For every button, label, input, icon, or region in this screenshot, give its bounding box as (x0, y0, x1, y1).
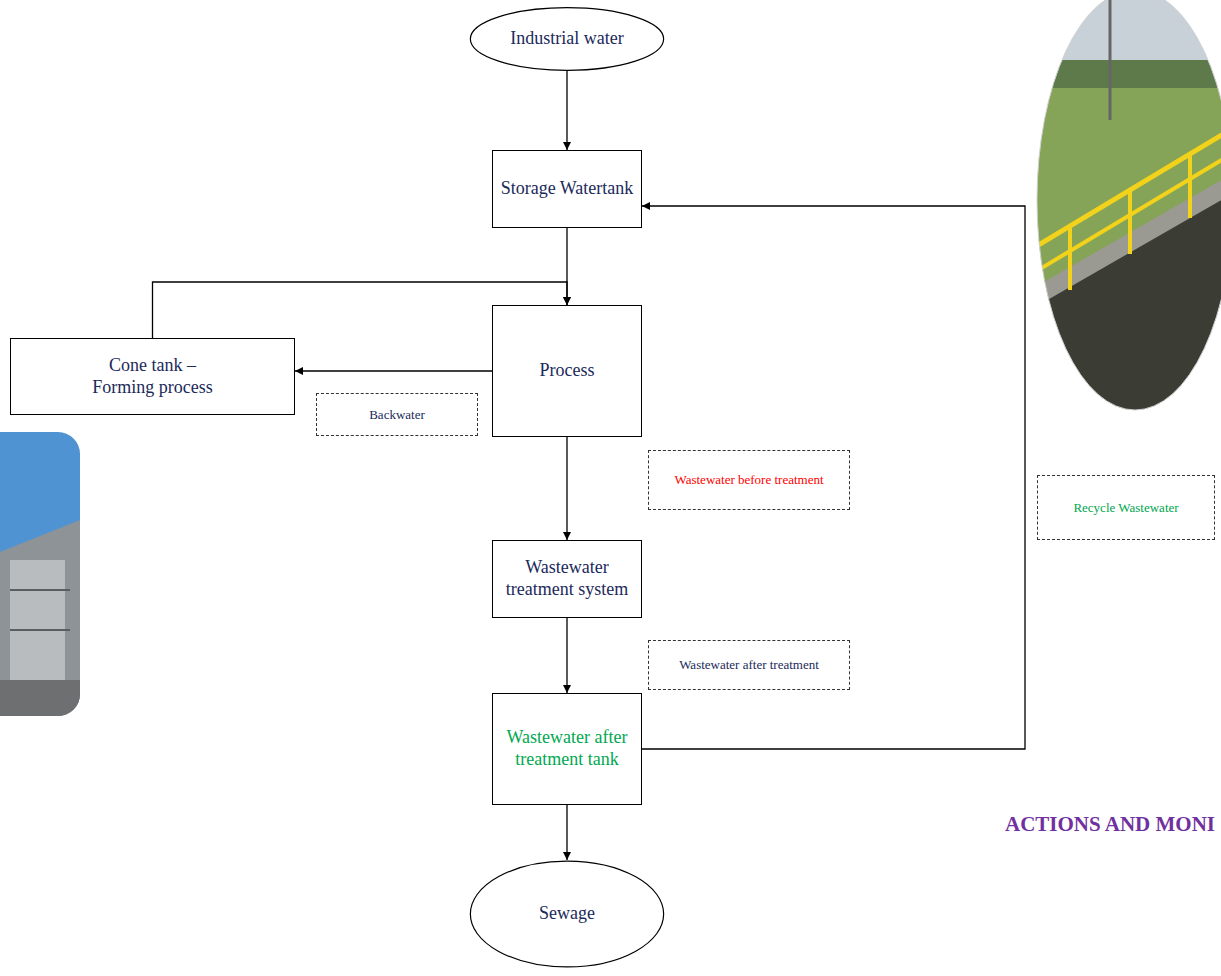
photo-frame (1037, 0, 1221, 410)
photo-sky (0, 432, 80, 716)
node-text: Wastewater treatment system (498, 557, 636, 600)
photo-railing (1030, 130, 1221, 250)
flow-label: Wastewater before treatment (648, 450, 850, 510)
flow-arrow (566, 437, 567, 540)
photo-railing-post (1128, 190, 1132, 254)
photo-pole (1109, 0, 1112, 120)
photo-railing-post (1068, 226, 1072, 290)
pond-photo (1030, 0, 1221, 420)
flow-arrow (566, 71, 567, 150)
process-box: Process (492, 305, 642, 437)
ellipse-shape (470, 8, 663, 71)
photo-railing-post (1188, 154, 1192, 218)
flow-arrow (566, 618, 567, 693)
terminal-ellipse: Industrial water (469, 7, 665, 71)
node-text: Process (540, 360, 595, 382)
ellipse-shape (470, 861, 663, 967)
photo-water (1030, 190, 1221, 420)
process-box: Cone tank – Forming process (10, 338, 295, 415)
flow-arrow (566, 805, 567, 860)
flow-arrow (642, 206, 1025, 749)
terminal-ellipse: Sewage (469, 860, 665, 968)
photo-tank (10, 560, 65, 680)
flow-label: Recycle Wastewater (1037, 475, 1215, 540)
photo-railing (1030, 155, 1221, 275)
photo-beam (10, 589, 70, 591)
node-text: Storage Watertank (501, 178, 634, 200)
photo-beam (10, 629, 70, 631)
process-box: Storage Watertank (492, 150, 642, 228)
node-text: Sewage (539, 903, 595, 925)
node-text: Wastewater after treatment tank (498, 727, 636, 770)
flow-arrow (295, 370, 492, 371)
process-box: Wastewater after treatment tank (492, 693, 642, 805)
plant-photo (0, 432, 80, 716)
flow-label: Backwater (316, 393, 478, 436)
section-heading: ACTIONS AND MONI (1005, 812, 1215, 837)
photo-ground (0, 680, 80, 716)
photo-sky (1030, 0, 1221, 420)
process-box: Wastewater treatment system (492, 540, 642, 618)
photo-trees (1030, 60, 1221, 90)
node-text: Cone tank – Forming process (78, 355, 228, 398)
flow-label: Wastewater after treatment (648, 640, 850, 690)
node-text: Industrial water (510, 28, 623, 50)
